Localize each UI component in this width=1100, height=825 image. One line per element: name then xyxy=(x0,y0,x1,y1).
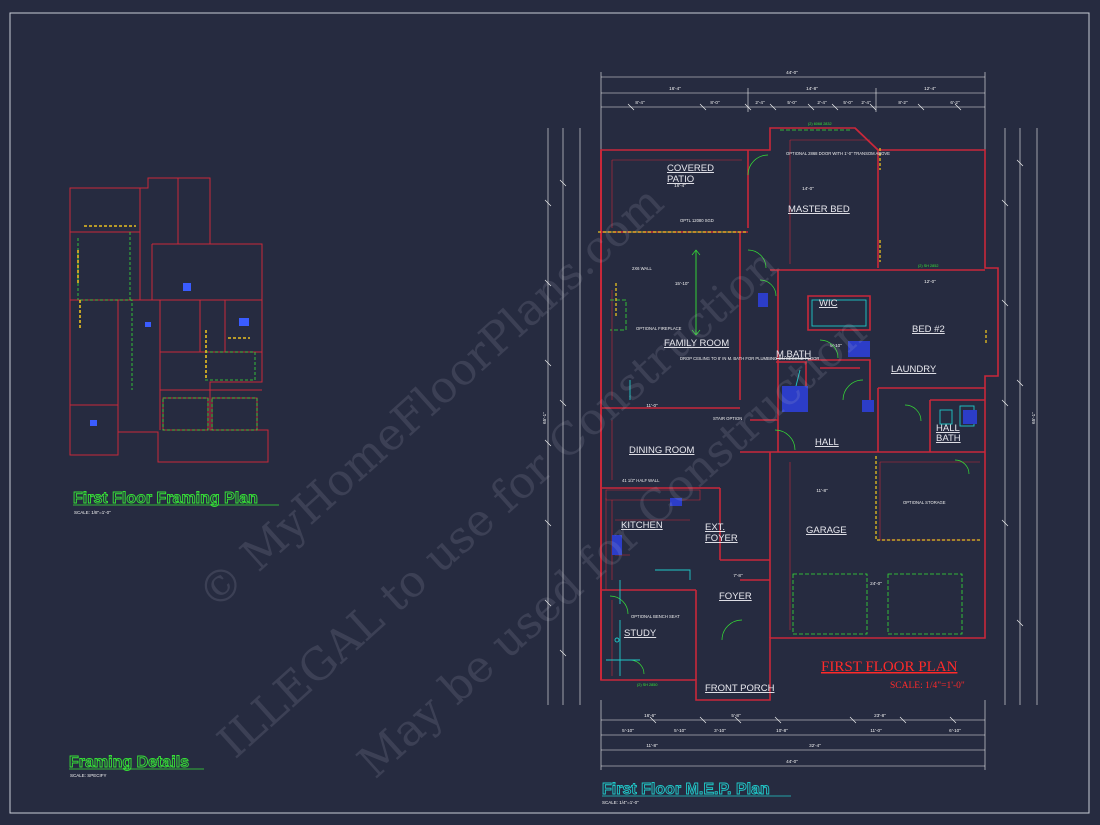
room-ext-foyer-line2: FOYER xyxy=(705,533,738,544)
room-study: STUDY xyxy=(624,628,657,639)
room-labels: COVERED PATIO MASTER BED WIC BED #2 FAMI… xyxy=(621,163,961,694)
dim-bottom-row2-3: 3'-10" xyxy=(714,728,726,733)
room-bed2: BED #2 xyxy=(912,324,945,335)
dim-bottom-3: 23'-8" xyxy=(874,713,886,718)
framing-details-title: Framing Details xyxy=(69,754,189,771)
window-tags: (2) 6068 2832 (2) SH 2852 (2) SH 2850 xyxy=(637,122,938,687)
note-optl-sgd: OPTL 12080 SGD xyxy=(680,218,714,223)
window-tag-top: (2) 6068 2832 xyxy=(808,122,832,126)
dim-bottom-2: 5'-8" xyxy=(731,713,741,718)
dim-left-overall: 65'-1" xyxy=(542,412,547,424)
watermark: © MyHomeFloorPlans.com ILLEGAL to use fo… xyxy=(188,176,876,788)
dim-family-width: 15'-10" xyxy=(675,281,690,286)
plan-notes: OPTL 12080 SGD 2X6 WALL OPTIONAL FIREPLA… xyxy=(622,151,946,619)
room-hall-bath-line2: BATH xyxy=(936,433,961,444)
dim-bottom-row3-2: 32'-4" xyxy=(809,743,821,748)
dim-garage-width: 11'-8" xyxy=(816,488,828,493)
room-foyer: FOYER xyxy=(719,591,752,602)
floor-plan-scale: SCALE: 1/4"=1'-0" xyxy=(890,681,965,691)
note-stair-option: STAIR OPTION xyxy=(713,416,742,421)
dim-top-2: 14'-8" xyxy=(806,86,818,91)
mep-blue-areas xyxy=(612,293,977,555)
dim-top-row3-2: 8'-0" xyxy=(710,100,720,105)
note-bench-seat: OPTIONAL BENCH SEAT xyxy=(631,614,680,619)
room-wic: WIC xyxy=(819,298,838,309)
room-dining-room: DINING ROOM xyxy=(629,445,695,456)
framing-plan-title: First Floor Framing Plan xyxy=(73,490,258,507)
floor-plan-title: FIRST FLOOR PLAN xyxy=(821,659,958,675)
sheet-border xyxy=(9,12,1090,814)
dim-bottom-row2-2: 5'-10" xyxy=(674,728,686,733)
room-garage: GARAGE xyxy=(806,525,847,536)
framing-plan-scale: SCALE: 1/8"=1'-0" xyxy=(74,510,111,515)
note-drop-ceiling: DROP CEILING TO 8' IN M. BATH FOR PLUMBI… xyxy=(680,356,819,361)
dim-master-width: 14'-0" xyxy=(802,186,814,191)
room-family-room: FAMILY ROOM xyxy=(664,338,729,349)
dim-top-1: 16'-4" xyxy=(669,86,681,91)
dim-top-row3-9: 6'-2" xyxy=(950,100,960,105)
dim-top-overall: 44'-0" xyxy=(786,70,798,75)
optional-items xyxy=(598,148,987,541)
note-optional-storage: OPTIONAL STORAGE xyxy=(903,500,946,505)
dim-bottom-row2-5: 11'-0" xyxy=(870,728,882,733)
framing-plan-drawing xyxy=(69,177,269,463)
room-master-bed: MASTER BED xyxy=(788,204,850,215)
dim-mbath-width: 9'-10" xyxy=(830,343,842,348)
floor-plan-walls xyxy=(600,127,999,701)
dim-top-row3-4: 5'-0" xyxy=(787,100,797,105)
dim-top-row3-3: 2'-4" xyxy=(755,100,765,105)
note-2x6-wall: 2X6 WALL xyxy=(632,266,653,271)
room-m-bath: M.BATH xyxy=(776,349,811,360)
dim-patio-width: 16'-4" xyxy=(674,183,686,188)
room-kitchen: KITCHEN xyxy=(621,520,663,531)
dim-top-row3-7: 2'-4" xyxy=(861,100,871,105)
dim-bottom-row2-1: 5'-10" xyxy=(622,728,634,733)
dim-right-overall: 65'-1" xyxy=(1031,412,1036,424)
dim-foyer-width: 7'-8" xyxy=(733,573,743,578)
note-fireplace: OPTIONAL FIREPLACE xyxy=(636,326,682,331)
dim-top-row3-6: 5'-0" xyxy=(843,100,853,105)
dim-bottom-row2-4: 10'-8" xyxy=(776,728,788,733)
window-tag-bed2: (2) SH 2852 xyxy=(918,264,938,268)
room-covered-patio: COVERED xyxy=(667,163,714,174)
room-ext-foyer: EXT. xyxy=(705,522,725,533)
dim-dining-width: 11'-0" xyxy=(646,403,658,408)
room-hall: HALL xyxy=(815,437,839,448)
dim-bottom-overall: 44'-0" xyxy=(786,759,798,764)
dimension-texts: 44'-0" 16'-4" 14'-8" 12'-4" 8'-4" 8'-0" … xyxy=(542,70,1036,764)
room-laundry: LAUNDRY xyxy=(891,364,937,375)
dim-garage-depth: 24'-0" xyxy=(870,581,882,586)
dim-bottom-row2-6: 6'-10" xyxy=(949,728,961,733)
dim-top-row3-5: 2'-4" xyxy=(817,100,827,105)
dim-bottom-1: 16'-6" xyxy=(644,713,656,718)
room-hall-bath: HALL xyxy=(936,423,960,434)
mep-plan-title: First Floor M.E.P. Plan xyxy=(602,781,770,798)
dim-top-row3-8: 8'-2" xyxy=(898,100,908,105)
note-master-door: OPTIONAL 2868 DOOR WITH 1'-0" TRANSOM AB… xyxy=(786,151,890,156)
dim-bottom-row3-1: 11'-8" xyxy=(646,743,658,748)
dim-top-3: 12'-4" xyxy=(924,86,936,91)
mep-plan-scale: SCALE: 1/4"=1'-0" xyxy=(602,800,639,805)
dimension-lines xyxy=(547,72,1038,770)
note-half-wall: 41 1/2" HALF WALL xyxy=(622,478,660,483)
dim-bed2-width: 12'-0" xyxy=(924,279,936,284)
dim-top-row3-1: 8'-4" xyxy=(635,100,645,105)
garage-doors xyxy=(605,129,963,635)
dimension-ticks xyxy=(544,103,1024,724)
framing-details-scale: SCALE: SPECIFY xyxy=(70,773,107,778)
room-covered-patio-line2: PATIO xyxy=(667,174,694,185)
room-front-porch: FRONT PORCH xyxy=(705,683,775,694)
window-tag-front: (2) SH 2850 xyxy=(637,683,657,687)
